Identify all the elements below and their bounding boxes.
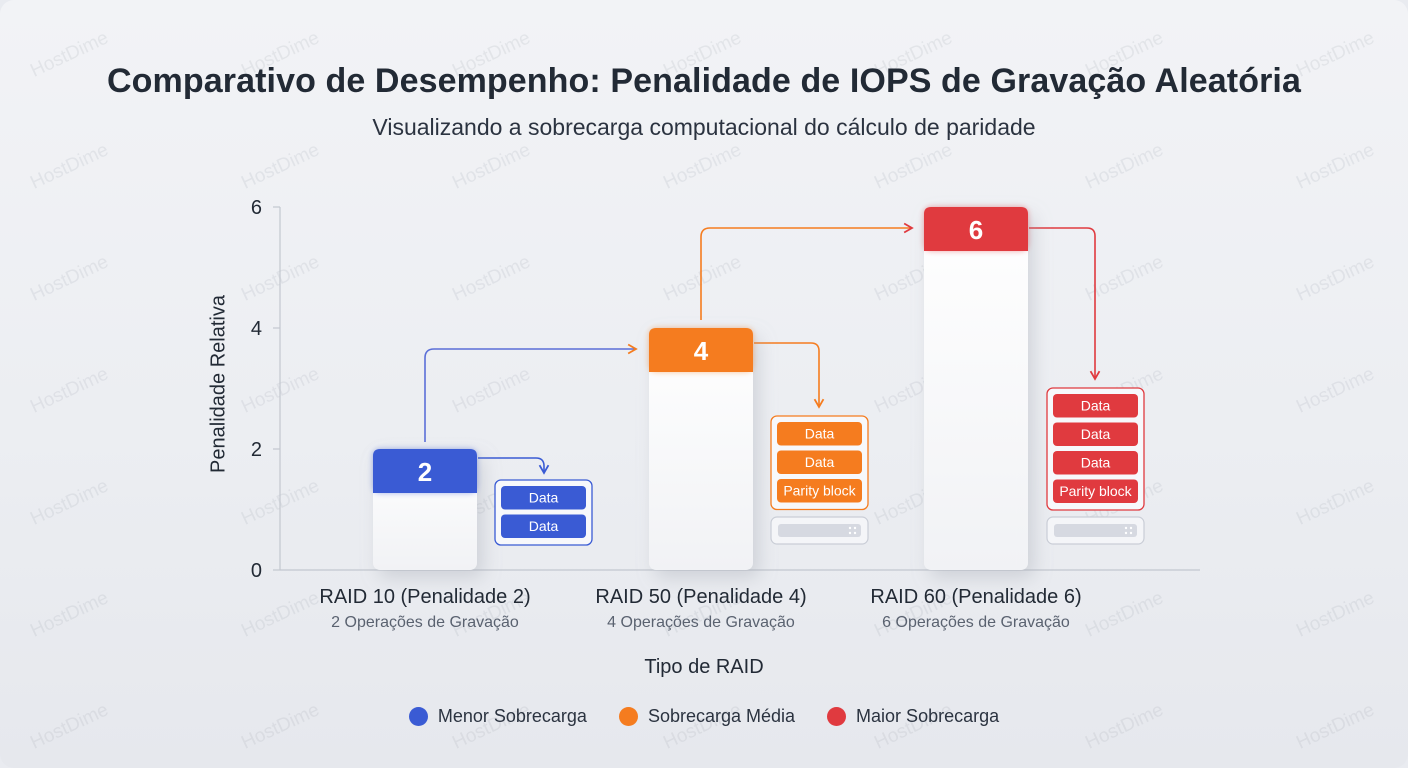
legend-label: Sobrecarga Média: [647, 706, 796, 726]
category-sublabel: 4 Operações de Gravação: [607, 614, 795, 631]
legend-swatch: [827, 707, 847, 726]
block-label: Parity block: [783, 483, 856, 499]
data-block: [501, 514, 586, 538]
drive-icon-dot: [848, 531, 852, 535]
block-label: Data: [1081, 398, 1111, 414]
bar-cap: [924, 207, 1028, 251]
drive-icon-slot: [778, 524, 861, 537]
legend-item-low: Menor Sobrecarga: [408, 706, 587, 727]
drive-icon-slot: [1054, 524, 1137, 537]
block-label: Data: [1081, 426, 1111, 442]
chart-title: Comparativo de Desempenho: Penalidade de…: [107, 62, 1301, 100]
data-block: [1053, 394, 1138, 418]
drive-icon-dot: [853, 526, 857, 530]
data-block: [1053, 451, 1138, 475]
category-label: RAID 50 (Penalidade 4): [595, 586, 807, 608]
y-tick-label: 4: [251, 318, 262, 340]
connector-arrows: [424, 222, 1101, 475]
bar: 6: [924, 207, 1028, 570]
bar-cap: [373, 449, 477, 493]
y-axis-label: Penalidade Relativa: [207, 295, 230, 473]
connector-arrow: [478, 457, 550, 475]
category-label: RAID 10 (Penalidade 2): [319, 586, 531, 608]
x-axis-label: Tipo de RAID: [644, 656, 764, 678]
legend: Menor Sobrecarga Sobrecarga Média Maior …: [0, 706, 1408, 727]
bar-body: [649, 328, 753, 570]
y-tick-label: 2: [251, 439, 262, 461]
drive-icon-dot: [1124, 526, 1128, 530]
drive-icon-dot: [1129, 526, 1133, 530]
legend-swatch: [408, 707, 428, 726]
drive-icon-dot: [848, 526, 852, 530]
block-label: Data: [1081, 455, 1111, 471]
bar-value-label: 6: [969, 215, 983, 245]
parity-block: [1053, 479, 1138, 503]
drive-icon-dot: [1124, 531, 1128, 535]
bar-value-label: 4: [694, 336, 709, 366]
bar: 2: [373, 449, 477, 570]
parity-block: [777, 479, 862, 503]
legend-item-medium: Sobrecarga Média: [618, 706, 796, 727]
legend-label: Menor Sobrecarga: [437, 706, 587, 726]
connector-arrow: [424, 343, 638, 442]
drive-icon-dot: [853, 531, 857, 535]
legend-label: Maior Sobrecarga: [856, 706, 1000, 726]
block-label: Data: [529, 490, 559, 506]
legend-item-high: Maior Sobrecarga: [827, 706, 999, 727]
category-sublabel: 2 Operações de Gravação: [331, 614, 519, 631]
bar: 4: [649, 328, 753, 570]
data-block: [1053, 422, 1138, 446]
block-label: Parity block: [1059, 483, 1132, 499]
block-label: Data: [805, 426, 835, 442]
block-label: Data: [529, 518, 559, 534]
connector-arrow: [700, 222, 914, 320]
y-tick-label: 0: [251, 560, 262, 582]
drive-icon: [1046, 516, 1145, 545]
connector-arrow: [1029, 227, 1101, 381]
category-label: RAID 60 (Penalidade 6): [870, 586, 1082, 608]
block-label: Data: [805, 454, 835, 470]
legend-swatch: [618, 707, 638, 726]
bar-body: [924, 207, 1028, 570]
category-sublabel: 6 Operações de Gravação: [882, 614, 1070, 631]
bar-value-label: 2: [418, 457, 432, 487]
bars: 2 4 6: [373, 207, 1028, 570]
data-block: [777, 450, 862, 474]
drive-icon-dot: [1129, 531, 1133, 535]
chart-subtitle: Visualizando a sobrecarga computacional …: [372, 114, 1036, 140]
data-block: [501, 486, 586, 510]
bar-cap: [649, 328, 753, 372]
connector-arrow: [754, 342, 825, 409]
y-tick-label: 6: [251, 197, 262, 219]
drive-icon: [770, 516, 869, 545]
data-block: [777, 422, 862, 446]
